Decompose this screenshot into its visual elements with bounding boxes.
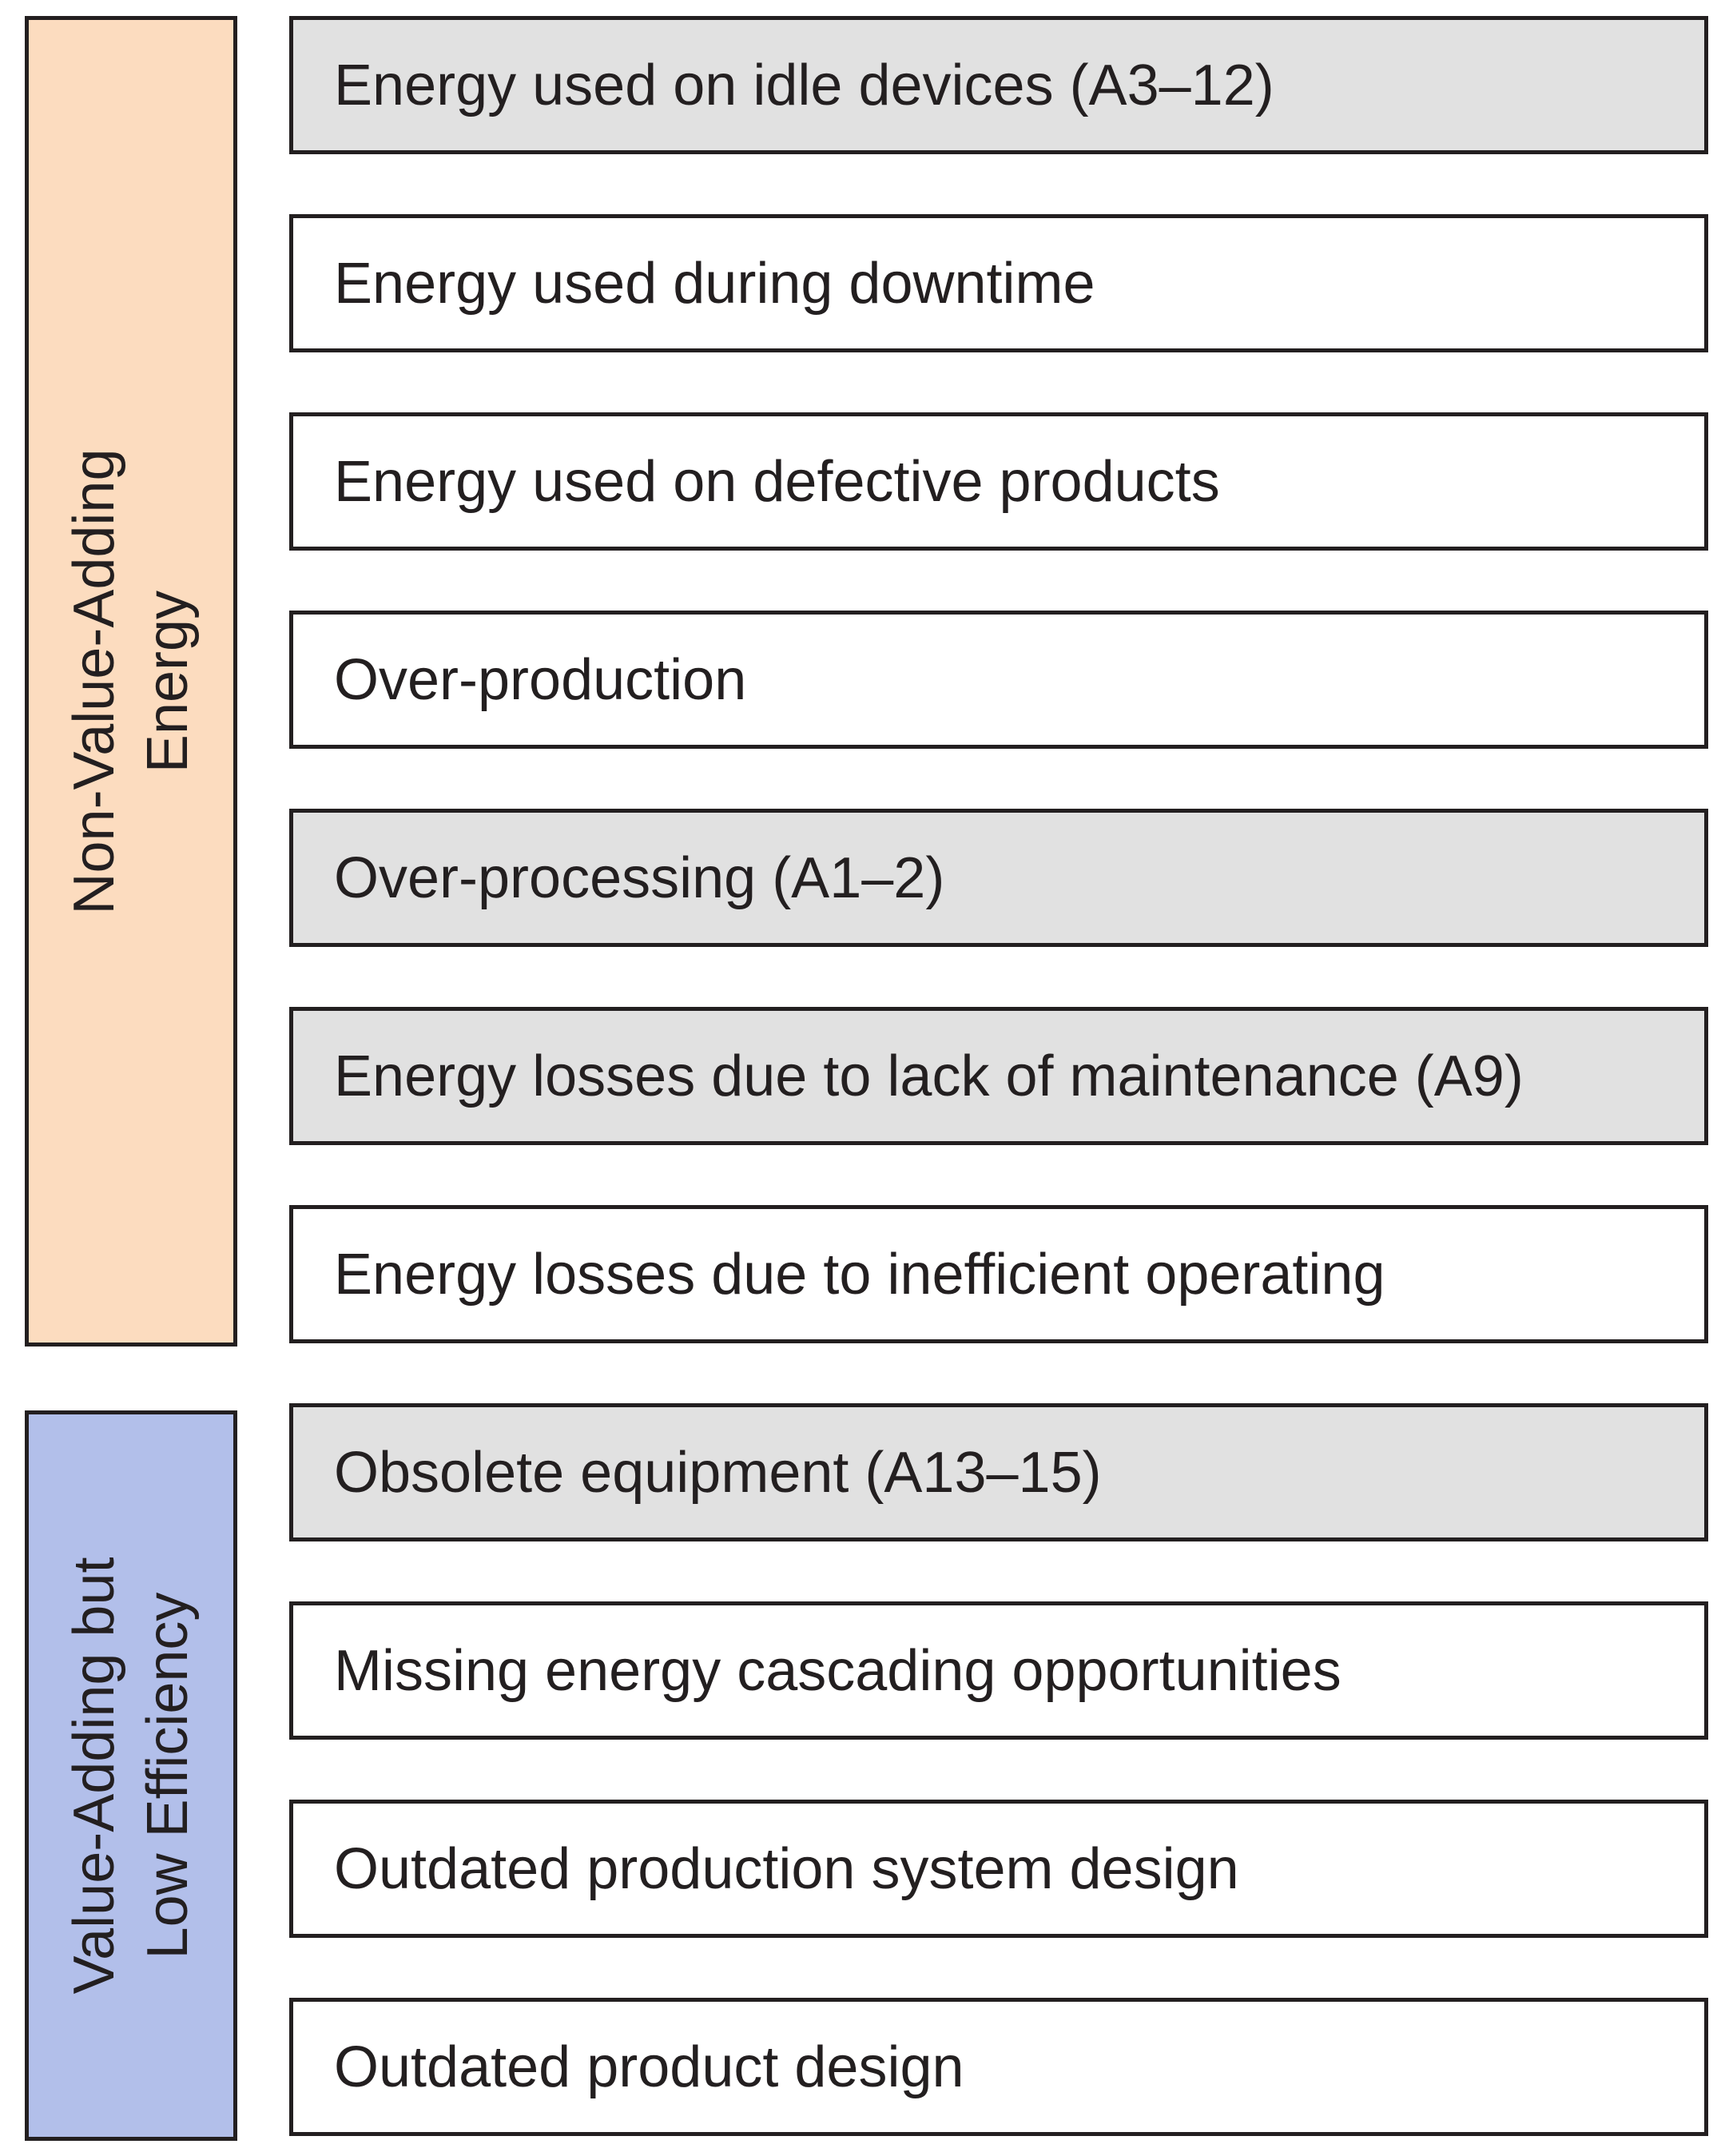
item-label: Over-production — [334, 647, 747, 712]
group-label-non-value-adding-energy: Non-Value-Adding Energy — [62, 448, 200, 915]
item-obsolete-equipment: Obsolete equipment (A13–15) — [289, 1403, 1708, 1541]
group-non-value-adding-energy: Non-Value-Adding Energy — [25, 16, 237, 1347]
item-over-production: Over-production — [289, 611, 1708, 749]
item-label: Obsolete equipment (A13–15) — [334, 1440, 1102, 1505]
item-energy-downtime: Energy used during downtime — [289, 214, 1708, 352]
item-missing-energy-cascading: Missing energy cascading opportunities — [289, 1601, 1708, 1740]
item-energy-idle-devices: Energy used on idle devices (A3–12) — [289, 16, 1708, 154]
item-over-processing: Over-processing (A1–2) — [289, 809, 1708, 947]
item-label: Energy losses due to inefficient operati… — [334, 1242, 1385, 1307]
item-label: Energy losses due to lack of maintenance… — [334, 1044, 1524, 1108]
group-label-value-adding-low-efficiency: Value-Adding but Low Efficiency — [62, 1557, 200, 1995]
item-label: Missing energy cascading opportunities — [334, 1638, 1341, 1703]
item-outdated-production-system-design: Outdated production system design — [289, 1800, 1708, 1938]
item-label: Energy used on defective products — [334, 449, 1220, 514]
item-lack-of-maintenance: Energy losses due to lack of maintenance… — [289, 1007, 1708, 1145]
item-label: Energy used on idle devices (A3–12) — [334, 53, 1274, 117]
group-value-adding-low-efficiency: Value-Adding but Low Efficiency — [25, 1410, 237, 2141]
item-label: Outdated production system design — [334, 1836, 1239, 1901]
item-label: Energy used during downtime — [334, 251, 1095, 316]
item-outdated-product-design: Outdated product design — [289, 1998, 1708, 2136]
item-energy-defective-products: Energy used on defective products — [289, 412, 1708, 551]
item-label: Over-processing (A1–2) — [334, 845, 945, 910]
item-inefficient-operating: Energy losses due to inefficient operati… — [289, 1205, 1708, 1343]
item-label: Outdated product design — [334, 2035, 964, 2099]
